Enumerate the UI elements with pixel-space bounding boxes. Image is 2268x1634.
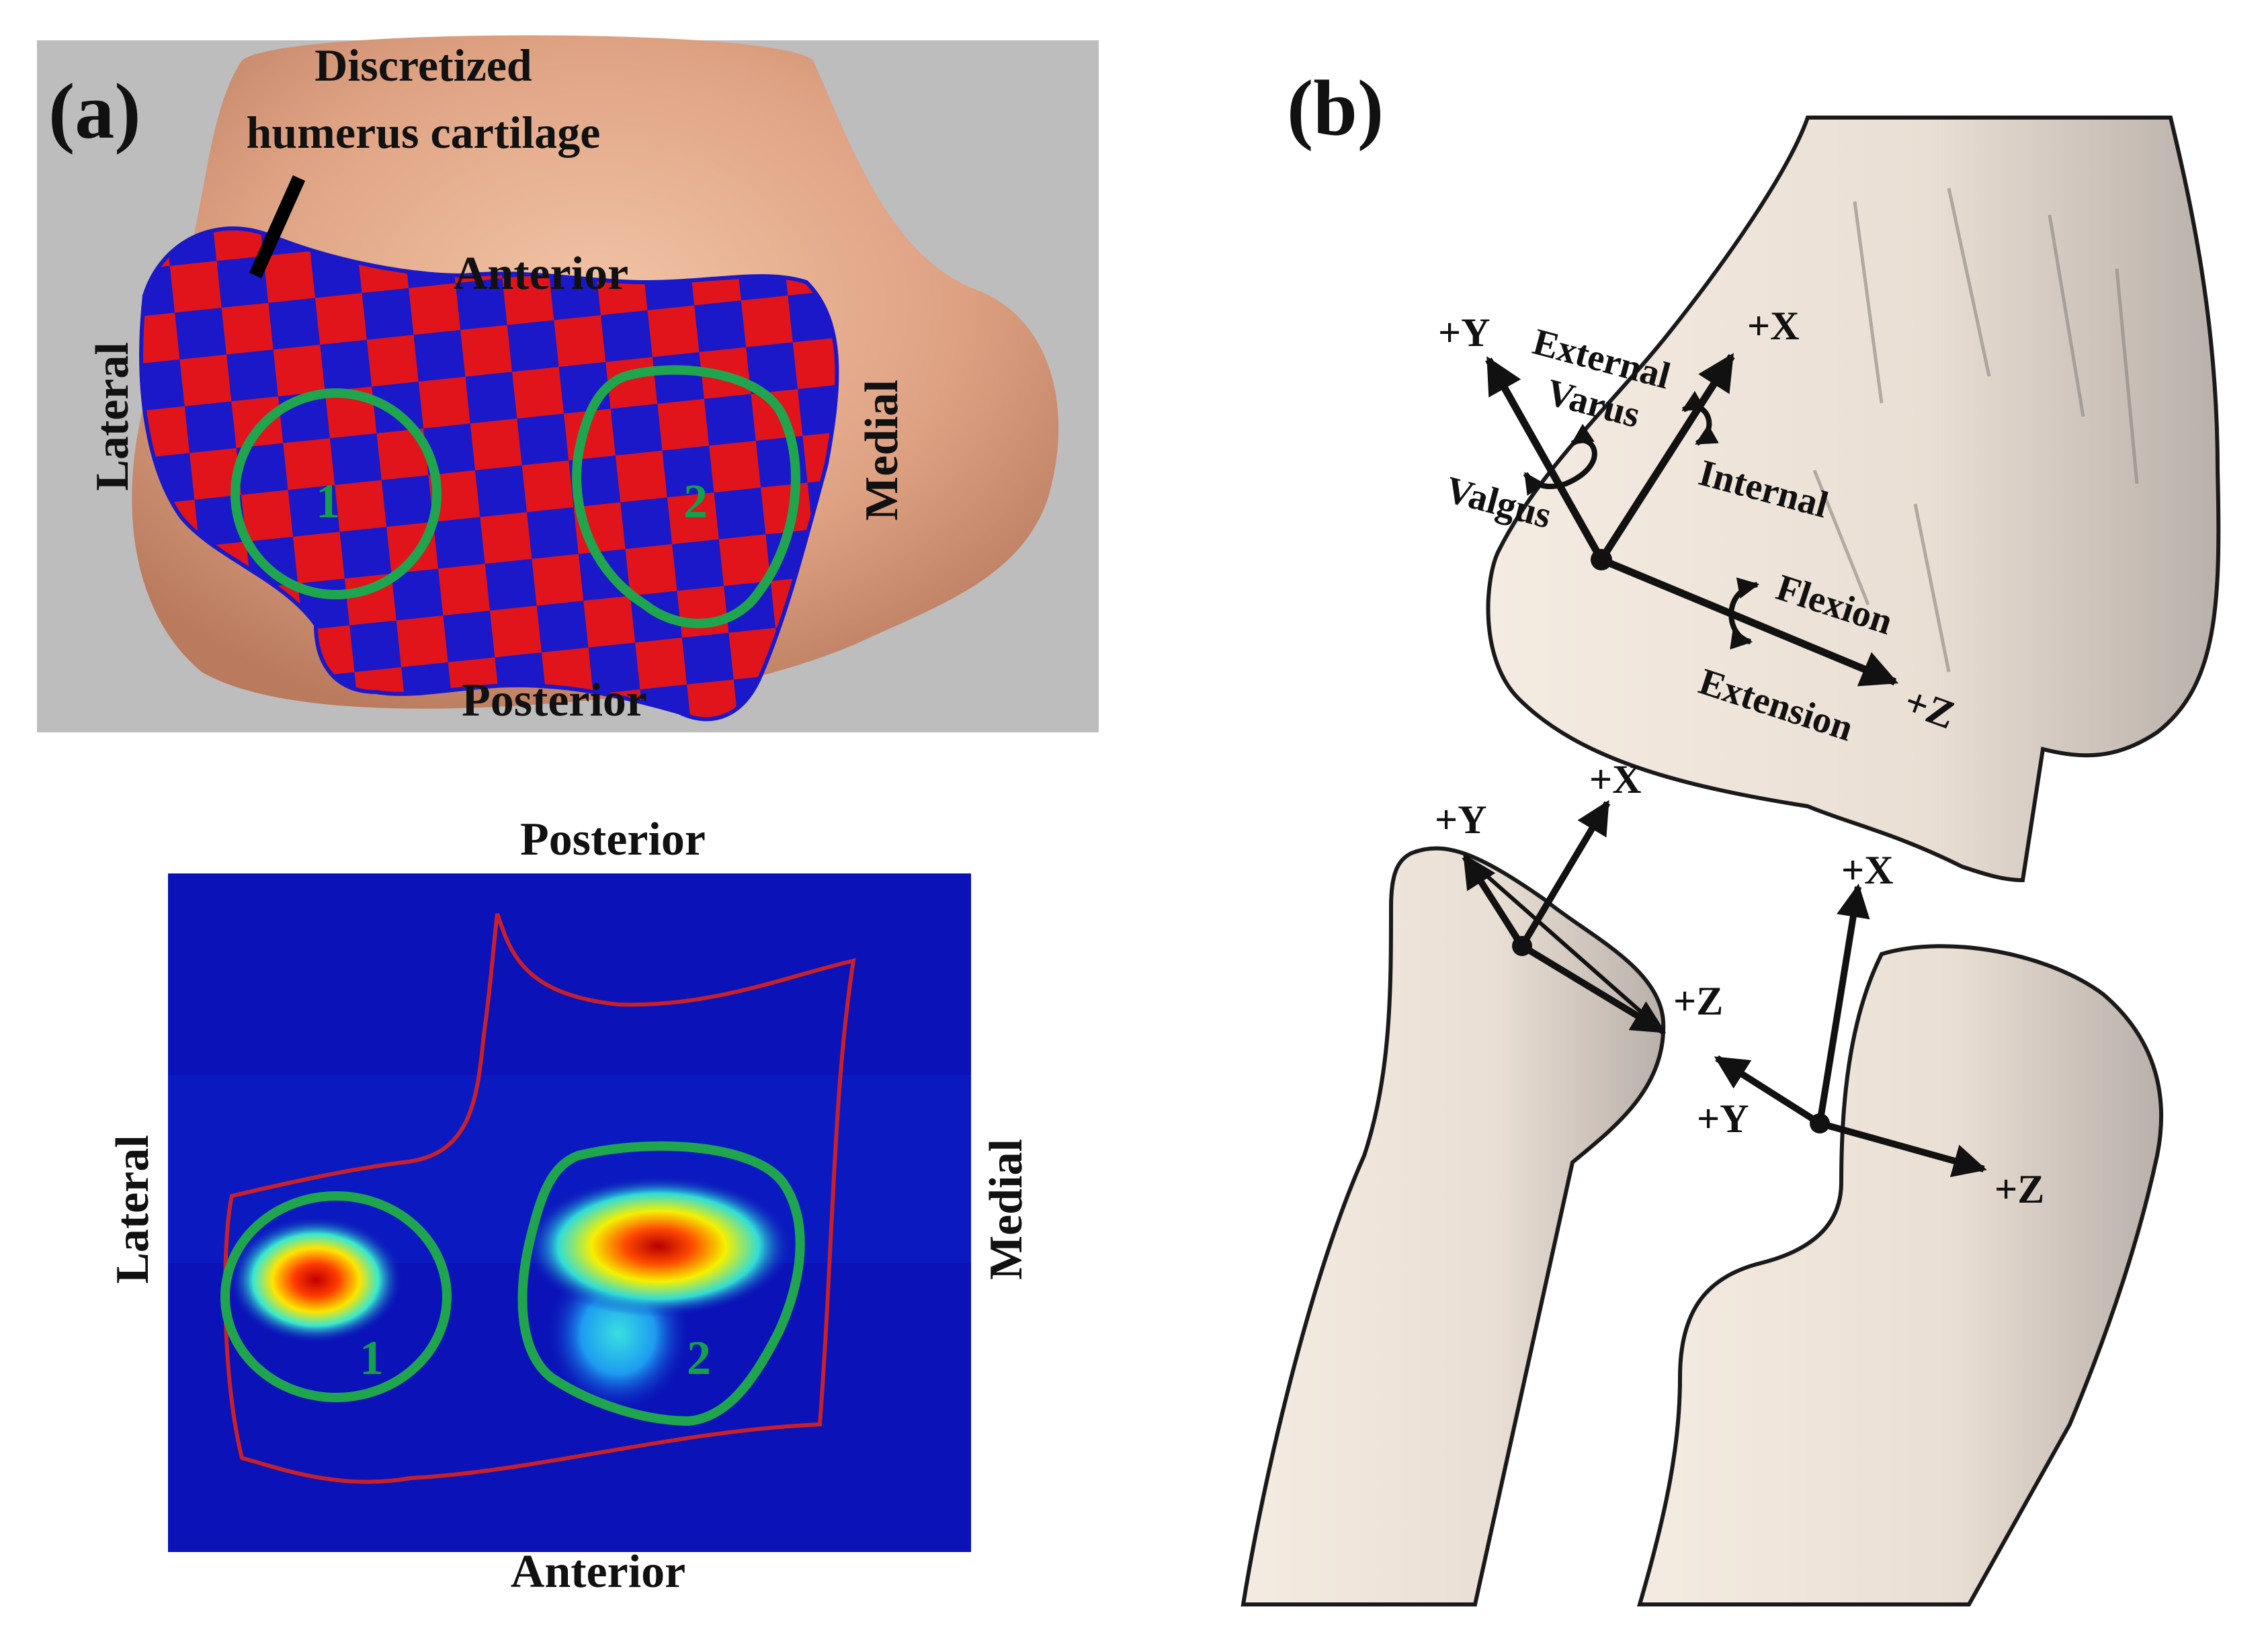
label-medial-top: Medial [856, 380, 908, 521]
annotation-line-1: Discretized [314, 40, 532, 91]
hotspot-2 [524, 1176, 793, 1317]
radius-label-z: +Z [1673, 979, 1723, 1023]
region-2-outline [572, 365, 800, 628]
label-posterior-map: Posterior [520, 814, 706, 865]
map-region-1-outline [220, 1191, 452, 1402]
radius-label-y: +Y [1435, 798, 1487, 842]
humerus-texture [1812, 187, 2139, 673]
annotation-line-2: humerus cartilage [247, 107, 601, 158]
humerus-label-y: +Y [1438, 310, 1490, 355]
radius-axis-y [1462, 853, 1525, 948]
hotspot-1 [228, 1216, 403, 1344]
humerus-label-x: +X [1747, 304, 1800, 348]
region-2-number: 2 [683, 474, 708, 528]
ulna-label-z: +Z [1994, 1167, 2044, 1211]
label-lateral-top: Lateral [87, 342, 138, 491]
panel-label-a: (a) [48, 67, 141, 155]
ulna-label-y: +Y [1697, 1096, 1749, 1141]
cartilage-boundary [223, 913, 856, 1484]
flexion-extension-rotation-icon [1728, 577, 1760, 650]
radius-label-x: +X [1589, 757, 1642, 802]
annotation-pointer [249, 175, 306, 279]
motion-valgus: Valgus [1441, 469, 1556, 537]
region-1-number: 1 [316, 474, 340, 528]
radius-bone [1241, 846, 1666, 1606]
ulna-axis-z [1818, 1120, 1987, 1178]
ulna-axis-y [1714, 1055, 1822, 1127]
panel-label-b: (b) [1287, 64, 1384, 152]
map-region-2-number: 2 [687, 1331, 711, 1385]
varus-valgus-rotation-icon [1523, 423, 1597, 496]
ulna-axis-x [1816, 884, 1870, 1124]
cartilage-model-view: (a) Discretized humerus cartilage Anteri… [37, 35, 1099, 732]
contact-heatmap: Posterior Anterior Lateral Medial 1 2 [107, 814, 1032, 1598]
label-lateral-map: Lateral [107, 1135, 159, 1284]
elbow-coordinate-systems: (b) +X +Y +Z External Varus Valgus Inter… [1241, 64, 2221, 1606]
label-anterior-top: Anterior [454, 248, 628, 300]
label-posterior-top: Posterior [462, 675, 647, 726]
ulna-label-x: +X [1841, 848, 1894, 892]
map-region-2-outline [517, 1141, 805, 1426]
radius-axis-x [1519, 800, 1611, 948]
external-internal-rotation-icon [1681, 390, 1719, 446]
radius-axis-z [1520, 943, 1667, 1035]
humerus-axis-x [1598, 353, 1735, 562]
humerus-bone [1486, 116, 2221, 883]
map-region-1-number: 1 [360, 1331, 384, 1385]
ulna-bone [1637, 944, 2163, 1606]
region-1-outline [230, 388, 442, 599]
label-medial-map: Medial [980, 1139, 1032, 1280]
label-anterior-map: Anterior [511, 1546, 685, 1598]
